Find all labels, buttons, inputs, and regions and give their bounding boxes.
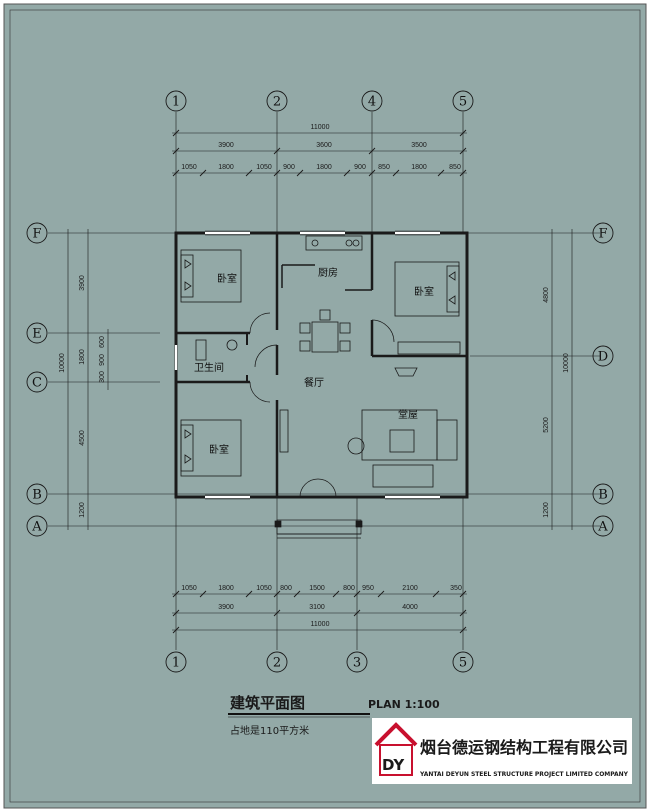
room-label-kitchen: 厨房 [318, 266, 338, 279]
dim-bottom-detail: 800 [343, 585, 355, 592]
dim-right-outer: 4800 [543, 287, 550, 303]
svg-text:4: 4 [368, 95, 376, 110]
dim-bottom-detail: 350 [450, 585, 462, 592]
dim-left-inner: 300 [99, 371, 106, 383]
svg-text:2: 2 [273, 656, 281, 671]
svg-text:C: C [32, 376, 42, 391]
drawing-background [3, 3, 647, 809]
plan-scale: PLAN 1:100 [368, 698, 440, 711]
company-name-cn: 烟台德运钢结构工程有限公司 [420, 738, 628, 757]
dim-bottom-mid: 3900 [218, 604, 234, 611]
dim-bottom-mid: 3100 [309, 604, 325, 611]
svg-text:F: F [32, 227, 41, 242]
dim-top-detail: 1800 [218, 164, 234, 171]
axis-bubble-bottom-3: 3 [346, 651, 368, 673]
porch [274, 519, 363, 539]
svg-text:B: B [32, 488, 42, 503]
svg-text:F: F [598, 227, 607, 242]
dim-top-mid: 3600 [316, 142, 332, 149]
room-label-dining: 餐厅 [304, 376, 324, 389]
company-logo-box [372, 718, 632, 784]
axis-bubble-top-2: 2 [266, 90, 288, 112]
dim-right-outer: 1200 [543, 502, 550, 518]
axis-bubble-left-F: F [26, 222, 48, 244]
axis-bubble-left-C: C [26, 371, 48, 393]
svg-text:5: 5 [459, 95, 467, 110]
axis-bubble-left-B: B [26, 483, 48, 505]
svg-text:1: 1 [172, 656, 180, 671]
dim-left-total: 10000 [59, 353, 66, 373]
area-note: 占地是110平方米 [230, 724, 309, 737]
dim-top-detail: 1050 [256, 164, 272, 171]
company-logo-icon [374, 722, 418, 776]
svg-text:E: E [32, 327, 42, 342]
axis-bubble-top-5: 5 [452, 90, 474, 112]
dim-bottom-detail: 800 [280, 585, 292, 592]
dim-top-detail: 1800 [411, 164, 427, 171]
axis-bubble-right-F: F [592, 222, 614, 244]
doors [249, 312, 395, 498]
dim-top-detail: 900 [354, 164, 366, 171]
windows [174, 231, 440, 499]
dim-bottom-mid: 4000 [402, 604, 418, 611]
svg-text:A: A [597, 520, 608, 535]
dim-left-inner: 600 [99, 336, 106, 348]
axis-bubble-right-B: B [592, 483, 614, 505]
dim-left-outer: 4500 [79, 430, 86, 446]
dim-top-mid: 3900 [218, 142, 234, 149]
dim-left-outer: 1800 [79, 349, 86, 365]
dim-bottom-detail: 950 [362, 585, 374, 592]
axis-bubble-right-A: A [592, 515, 614, 537]
dim-bottom-detail: 2100 [402, 585, 418, 592]
axis-bubble-right-D: D [592, 345, 614, 367]
dim-top-detail: 850 [449, 164, 461, 171]
axis-bubble-bottom-1: 1 [165, 651, 187, 673]
room-label-bedroom-sw: 卧室 [209, 443, 229, 456]
dim-top-detail: 900 [283, 164, 295, 171]
svg-text:D: D [598, 350, 608, 365]
axis-bubble-bottom-2: 2 [266, 651, 288, 673]
company-logo-letters: DY [382, 756, 405, 774]
axis-bubble-top-4: 4 [361, 90, 383, 112]
svg-text:B: B [598, 488, 608, 503]
dim-bottom-total: 11000 [311, 621, 330, 628]
axis-bubble-left-E: E [26, 322, 48, 344]
dim-top-detail: 1800 [316, 164, 332, 171]
dim-bottom-detail: 1500 [309, 585, 325, 592]
dim-top-detail: 1050 [181, 164, 197, 171]
svg-text:1: 1 [172, 95, 180, 110]
furniture [180, 235, 461, 488]
svg-text:A: A [31, 520, 42, 535]
svg-text:5: 5 [459, 656, 467, 671]
axis-bubble-bottom-5: 5 [452, 651, 474, 673]
dim-bottom-detail: 1050 [181, 585, 197, 592]
dim-top-total: 11000 [311, 124, 330, 131]
svg-text:2: 2 [273, 95, 281, 110]
company-name-en: YANTAI DEYUN STEEL STRUCTURE PROJECT LIM… [419, 771, 629, 778]
dim-top-detail: 850 [378, 164, 390, 171]
dim-left-outer: 3900 [79, 275, 86, 291]
axis-bubble-left-A: A [26, 515, 48, 537]
axis-bubble-top-1: 1 [165, 90, 187, 112]
svg-text:3: 3 [353, 656, 361, 671]
drawing-title: 建筑平面图 [230, 694, 305, 712]
dim-top-mid: 3500 [411, 142, 427, 149]
dimension-labels: 11000 3900 3600 3500 1050 1800 1050 900 1800 900 8… [59, 124, 570, 628]
room-label-living: 堂屋 [398, 409, 418, 421]
dim-right-outer: 5200 [543, 417, 550, 433]
room-label-bedroom-ne: 卧室 [414, 285, 434, 298]
dim-left-inner: 900 [99, 354, 106, 366]
dim-bottom-detail: 1050 [256, 585, 272, 592]
dim-left-outer: 1200 [79, 502, 86, 518]
room-label-bedroom-nw: 卧室 [217, 272, 237, 285]
dim-right-total: 10000 [563, 353, 570, 373]
dim-bottom-detail: 1800 [218, 585, 234, 592]
room-label-bathroom: 卫生间 [194, 361, 224, 374]
inner-frame [9, 9, 641, 803]
